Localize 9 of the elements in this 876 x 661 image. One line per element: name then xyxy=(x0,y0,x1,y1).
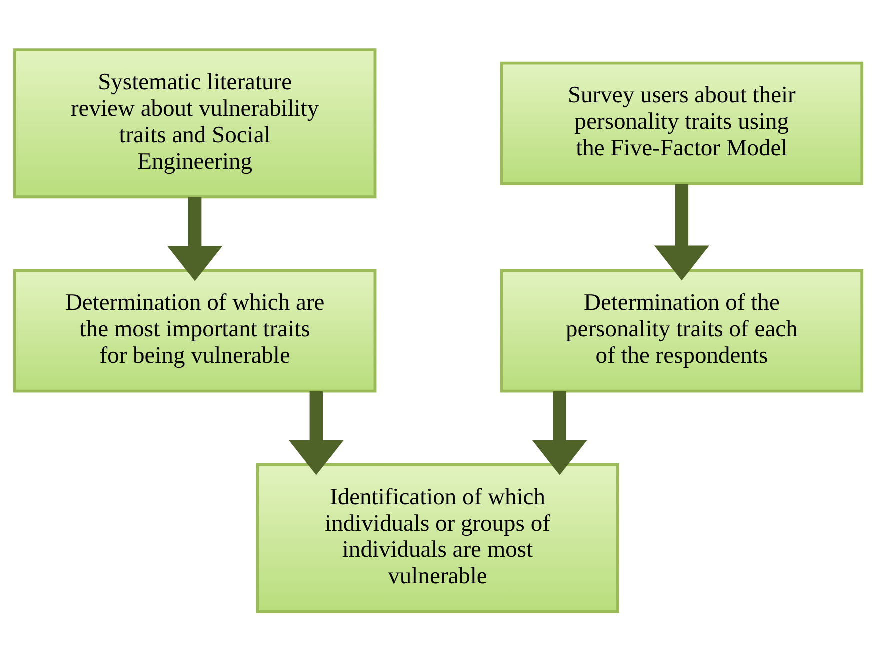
node-box: Determination of which are the most important traits for being vulnerable xyxy=(12,268,376,392)
node-box: Determination of the personality traits of each of the respondents xyxy=(500,268,864,392)
arrow xyxy=(532,391,587,475)
node-box: Identification of which individuals or groups of individuals are most vulnerable xyxy=(256,462,619,613)
arrow xyxy=(654,184,709,280)
arrow xyxy=(167,196,222,281)
arrow xyxy=(288,391,344,475)
node-box: Survey users about their personality traits using the Five-Factor Model xyxy=(500,61,864,185)
node-box: Systematic literature review about vulnerability traits and Social Engineering xyxy=(12,48,376,198)
